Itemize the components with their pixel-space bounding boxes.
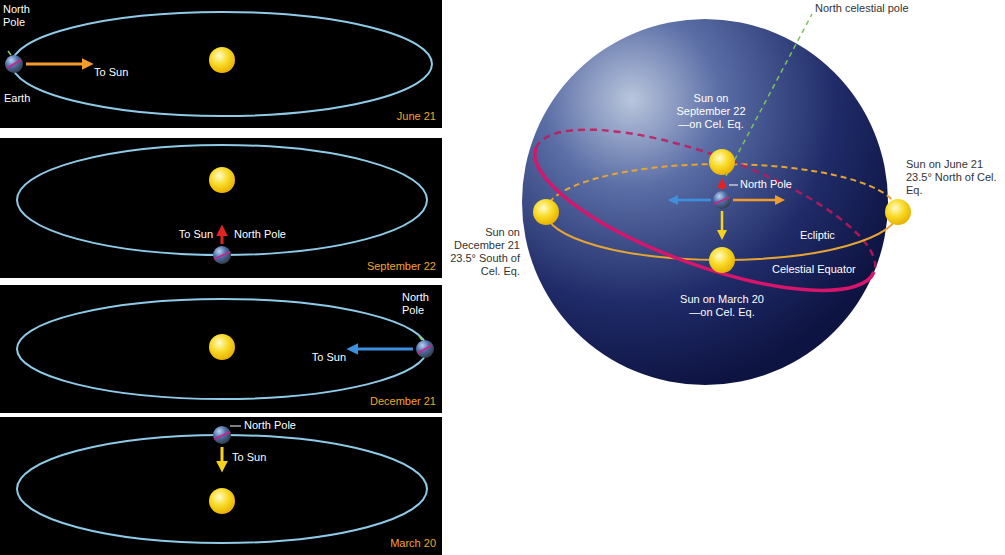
- label-slot: To Sun: [94, 66, 154, 79]
- label-slot: North Pole: [402, 291, 440, 317]
- label-slot: North celestial pole: [815, 2, 965, 15]
- label-slot: Earth: [4, 92, 44, 105]
- pole-label: North Pole: [244, 419, 314, 432]
- earth-label: Earth: [4, 92, 44, 105]
- label-slot: December 21: [316, 395, 436, 408]
- december-panel-art: [0, 285, 442, 413]
- september-panel-art: [0, 138, 442, 278]
- pole-label: North Pole: [234, 228, 304, 241]
- label-slot: June 21: [336, 110, 436, 123]
- season-panel: North PoleEarth To SunJune 21: [0, 0, 442, 128]
- date-label: June 21: [336, 110, 436, 123]
- celestial-sphere-art: [522, 14, 911, 385]
- label-slot: Celestial Equator: [772, 263, 876, 276]
- label-slot: To Sun: [158, 228, 213, 241]
- sun-position-label: Sun on March 20 —on Cel. Eq.: [676, 293, 768, 319]
- sun-position-label: Sun on June 21 23.5° North of Cel. Eq.: [906, 158, 1002, 197]
- label-slot: To Sun: [232, 451, 292, 464]
- date-label: December 21: [316, 395, 436, 408]
- circle-label: Celestial Equator: [772, 263, 876, 276]
- june-panel-art: [0, 0, 442, 128]
- season-panel: North Pole To SunDecember 21: [0, 285, 442, 413]
- sun-position-label: Sun on September 22 —on Cel. Eq.: [672, 92, 750, 131]
- march-panel-art: [0, 417, 442, 555]
- label-slot: Sun on September 22 —on Cel. Eq.: [672, 92, 750, 131]
- celestial-sphere: Sun on September 22 —on Cel. Eq. North Po…: [522, 19, 888, 385]
- label-slot: To Sun: [300, 351, 346, 364]
- season-panel: To Sun North PoleSeptember 22: [0, 138, 442, 278]
- label-slot: North Pole: [244, 419, 314, 432]
- label-slot: September 22: [316, 260, 436, 273]
- circle-label: Ecliptic: [800, 229, 860, 242]
- label-slot: North Pole: [740, 178, 810, 191]
- label-slot: North Pole: [234, 228, 304, 241]
- label-slot: Ecliptic: [800, 229, 860, 242]
- direction-label: To Sun: [232, 451, 292, 464]
- date-label: September 22: [316, 260, 436, 273]
- label-slot: Sun on June 21 23.5° North of Cel. Eq.: [906, 158, 1002, 197]
- label-slot: North Pole: [3, 3, 39, 29]
- direction-label: To Sun: [158, 228, 213, 241]
- season-panel: North Pole To SunMarch 20: [0, 417, 442, 555]
- pole-label: North celestial pole: [815, 2, 965, 15]
- sun-position-label: Sun on December 21 23.5° South of Cel. E…: [450, 226, 520, 278]
- date-label: March 20: [316, 537, 436, 550]
- direction-label: To Sun: [300, 351, 346, 364]
- label-slot: Sun on March 20 —on Cel. Eq.: [676, 293, 768, 319]
- pole-label: North Pole: [402, 291, 440, 317]
- label-slot: Sun on December 21 23.5° South of Cel. E…: [450, 226, 520, 278]
- label-slot: March 20: [316, 537, 436, 550]
- direction-label: To Sun: [94, 66, 154, 79]
- pole-label: North Pole: [3, 3, 39, 29]
- pole-label: North Pole: [740, 178, 810, 191]
